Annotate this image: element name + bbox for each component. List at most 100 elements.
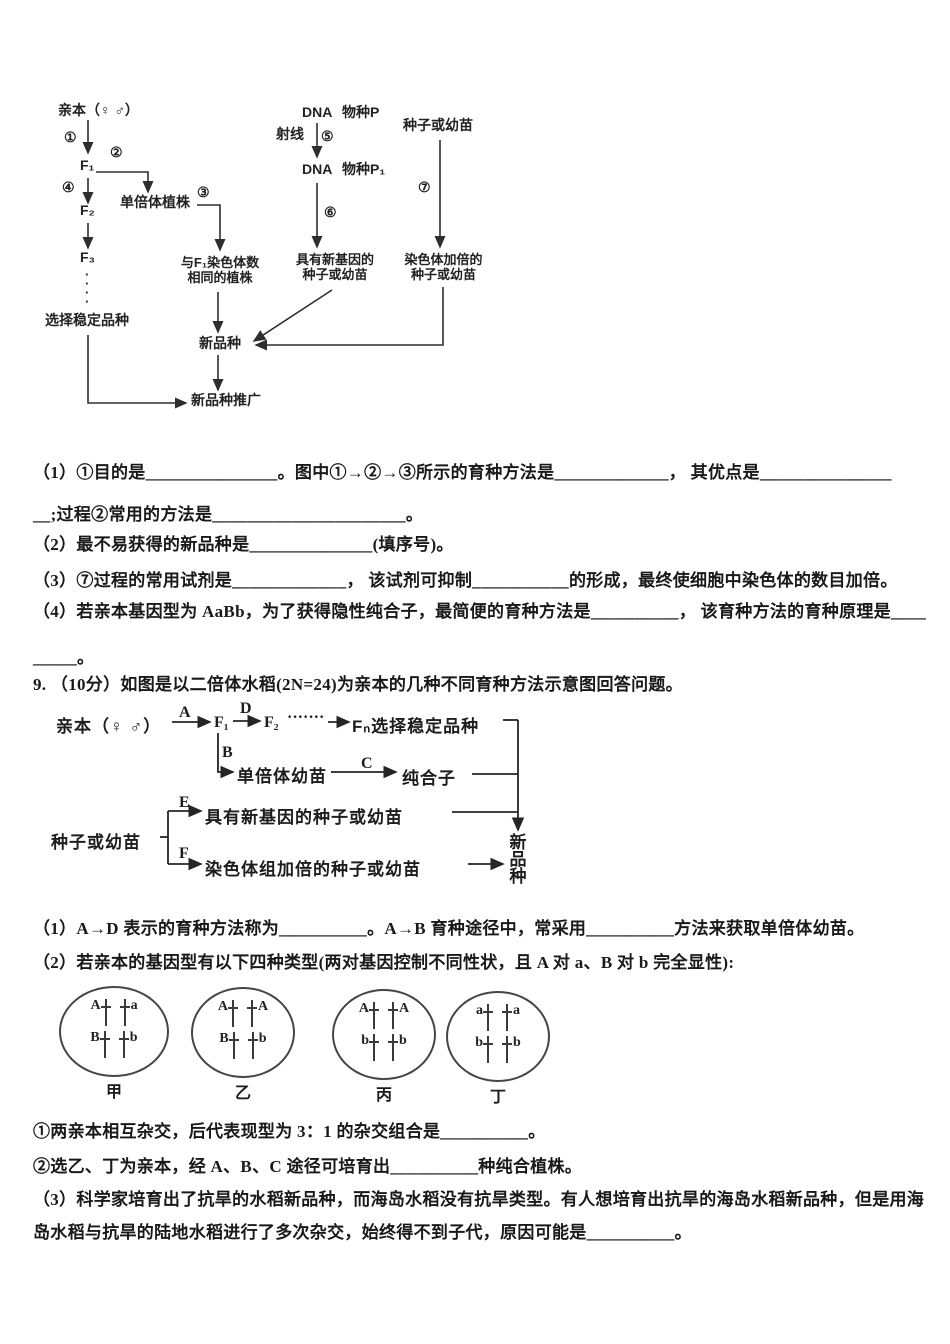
chromosome-icon (502, 1004, 513, 1031)
q8-line3: （2）最不易获得的新品种是______________(填序号)。 (33, 535, 454, 554)
gene-letter: a (130, 998, 138, 1013)
d1-step1-label: ① (64, 129, 77, 145)
d1-step6-label: ⑥ (324, 204, 337, 220)
d1-f1-label: F₁ (80, 157, 95, 173)
d1-step4-label: ④ (62, 179, 75, 195)
chromosome-icon (369, 1002, 380, 1029)
d1-f2-label: F₂ (80, 202, 95, 218)
gene-letter: A (258, 999, 269, 1014)
chromosome-icon (502, 1036, 513, 1063)
gene-letter: A (358, 1001, 369, 1016)
d1-f3-label: F₃ (80, 249, 96, 265)
d1-haploid-label: 单倍体植株 (120, 194, 190, 210)
gene-letter: B (219, 1031, 229, 1046)
d2-parent-label: 亲本（♀ ♂） (56, 717, 162, 736)
d1-step5-label: ⑤ (321, 128, 334, 144)
d1-species-p-label: 物种P (342, 104, 380, 120)
d2-new-gene-seed-label: 具有新基因的种子或幼苗 (205, 808, 403, 827)
cell-bing-name: 丙 (375, 1087, 392, 1104)
cell-yi-name: 乙 (234, 1085, 251, 1102)
d2-route-e-label: E (179, 794, 190, 811)
d2-doubled-seed-label: 染色体组加倍的种子或幼苗 (205, 860, 421, 879)
diagram1-arrows (82, 120, 446, 409)
chromosome-icon (228, 1032, 240, 1059)
chromosome-icon (247, 1032, 259, 1059)
d1-new-gene-line1: 具有新基因的 (295, 252, 374, 267)
d1-same-chromosome-line1: 与F₁染色体数 (180, 255, 260, 270)
q9-line2: （2）若亲本的基因型有以下四种类型(两对基因控制不同性状，且 A 对 a、B 对… (33, 953, 735, 972)
d2-route-a-label: A (179, 704, 191, 721)
d1-new-variety-label: 新品种 (199, 335, 241, 351)
d2-fn-select-stable-label: Fₙ选择稳定品种 (352, 717, 480, 736)
chromosome-icon (119, 999, 131, 1026)
chromosome-icon (388, 1002, 399, 1029)
chromosome-icon (99, 1031, 111, 1058)
chromosome-icon (483, 1036, 494, 1063)
d2-new-variety-label: 新品种 (509, 833, 527, 886)
chromosome-icon (483, 1004, 494, 1031)
q9-sub1: ①两亲本相互杂交，后代表现型为 3：1 的杂交组合是__________。 (33, 1122, 546, 1141)
gene-letter: A (217, 999, 228, 1014)
q8-line1: （1）①目的是_______________。图中①→②→③所示的育种方法是__… (33, 463, 892, 482)
chromosome-icon (388, 1034, 399, 1061)
d1-step3-label: ③ (197, 184, 210, 200)
cell-ding-name: 丁 (489, 1089, 506, 1106)
gene-letter: a (476, 1003, 483, 1018)
d2-homozygote-label: 纯合子 (402, 769, 456, 788)
d2-seed-label: 种子或幼苗 (51, 833, 141, 852)
q9-line1: （1）A→D 表示的育种方法称为__________。A→B 育种途径中，常采用… (33, 919, 865, 938)
gene-letter: a (513, 1003, 520, 1018)
d1-same-chromosome-label: 与F₁染色体数 相同的植株 (170, 255, 270, 285)
d1-step2-label: ② (110, 144, 123, 160)
d1-seed-label: 种子或幼苗 (403, 117, 473, 133)
breeding-diagram-1: 亲本（♀ ♂） ① F₁ ② ④ F₂ 单倍体植株 ③ F₃ · · · · 与… (40, 95, 510, 435)
cell-jia-name: 甲 (105, 1084, 122, 1101)
d2-f2-label: F₂ (264, 714, 279, 731)
chromosome-icon (228, 1000, 239, 1027)
gene-letter: A (90, 998, 101, 1013)
d1-new-gene-seed-label: 具有新基因的 种子或幼苗 (290, 252, 380, 282)
gene-letter: b (475, 1035, 483, 1050)
d1-doubled-line1: 染色体加倍的 (404, 252, 483, 267)
d1-dna2-label: DNA (302, 161, 333, 177)
d1-doubled-seed-label: 染色体加倍的 种子或幼苗 (396, 252, 491, 282)
chromosome-icon (118, 1031, 130, 1058)
q9-line3b: 岛水稻与抗旱的陆地水稻进行了多次杂交，始终得不到子代，原因可能是________… (33, 1223, 692, 1242)
chromosome-icon (100, 999, 112, 1026)
gene-letter: B (90, 1030, 100, 1045)
gene-letter: b (399, 1033, 407, 1048)
q8-line4: （3）⑦过程的常用试剂是_____________， 该试剂可抑制_______… (33, 571, 898, 590)
q8-line5: （4）若亲本基因型为 AaBb，为了获得隐性纯合子，最简便的育种方法是_____… (33, 602, 927, 621)
d2-f1-label: F₁ (214, 714, 229, 731)
q9-sub2: ②选乙、丁为亲本，经 A、B、C 途径可培育出__________种纯合植株。 (33, 1157, 583, 1176)
gene-letter: b (513, 1035, 521, 1050)
q8-line2: __;过程②常用的方法是______________________。 (33, 505, 424, 524)
breeding-diagram-2: 亲本（♀ ♂） A F₁ D F₂ ······· Fₙ选择稳定品种 B 单倍体… (40, 695, 550, 895)
gene-letter: b (258, 1031, 267, 1046)
q9-header: 9. （10分）如图是以二倍体水稻(2N=24)为亲本的几种不同育种方法示意图回… (33, 675, 683, 694)
gene-letter: A (399, 1001, 410, 1016)
d1-select-stable-label: 选择稳定品种 (45, 312, 129, 328)
d2-route-c-label: C (361, 755, 373, 772)
d1-dna-label: DNA (302, 104, 333, 120)
d2-route-f-label: F (179, 845, 189, 862)
chromosome-icon (369, 1034, 380, 1061)
gene-letter: b (129, 1030, 138, 1045)
d2-route-b-label: B (222, 744, 233, 761)
d2-dots-label: ······· (287, 709, 325, 726)
d2-route-d-label: D (240, 700, 252, 717)
q9-line3a: （3）科学家培育出了抗旱的水稻新品种，而海岛水稻没有抗旱类型。有人想培育出抗旱的… (33, 1190, 925, 1209)
d1-same-chromosome-line2: 相同的植株 (187, 270, 253, 285)
d1-ellipsis-dots: · · · · (85, 267, 90, 309)
